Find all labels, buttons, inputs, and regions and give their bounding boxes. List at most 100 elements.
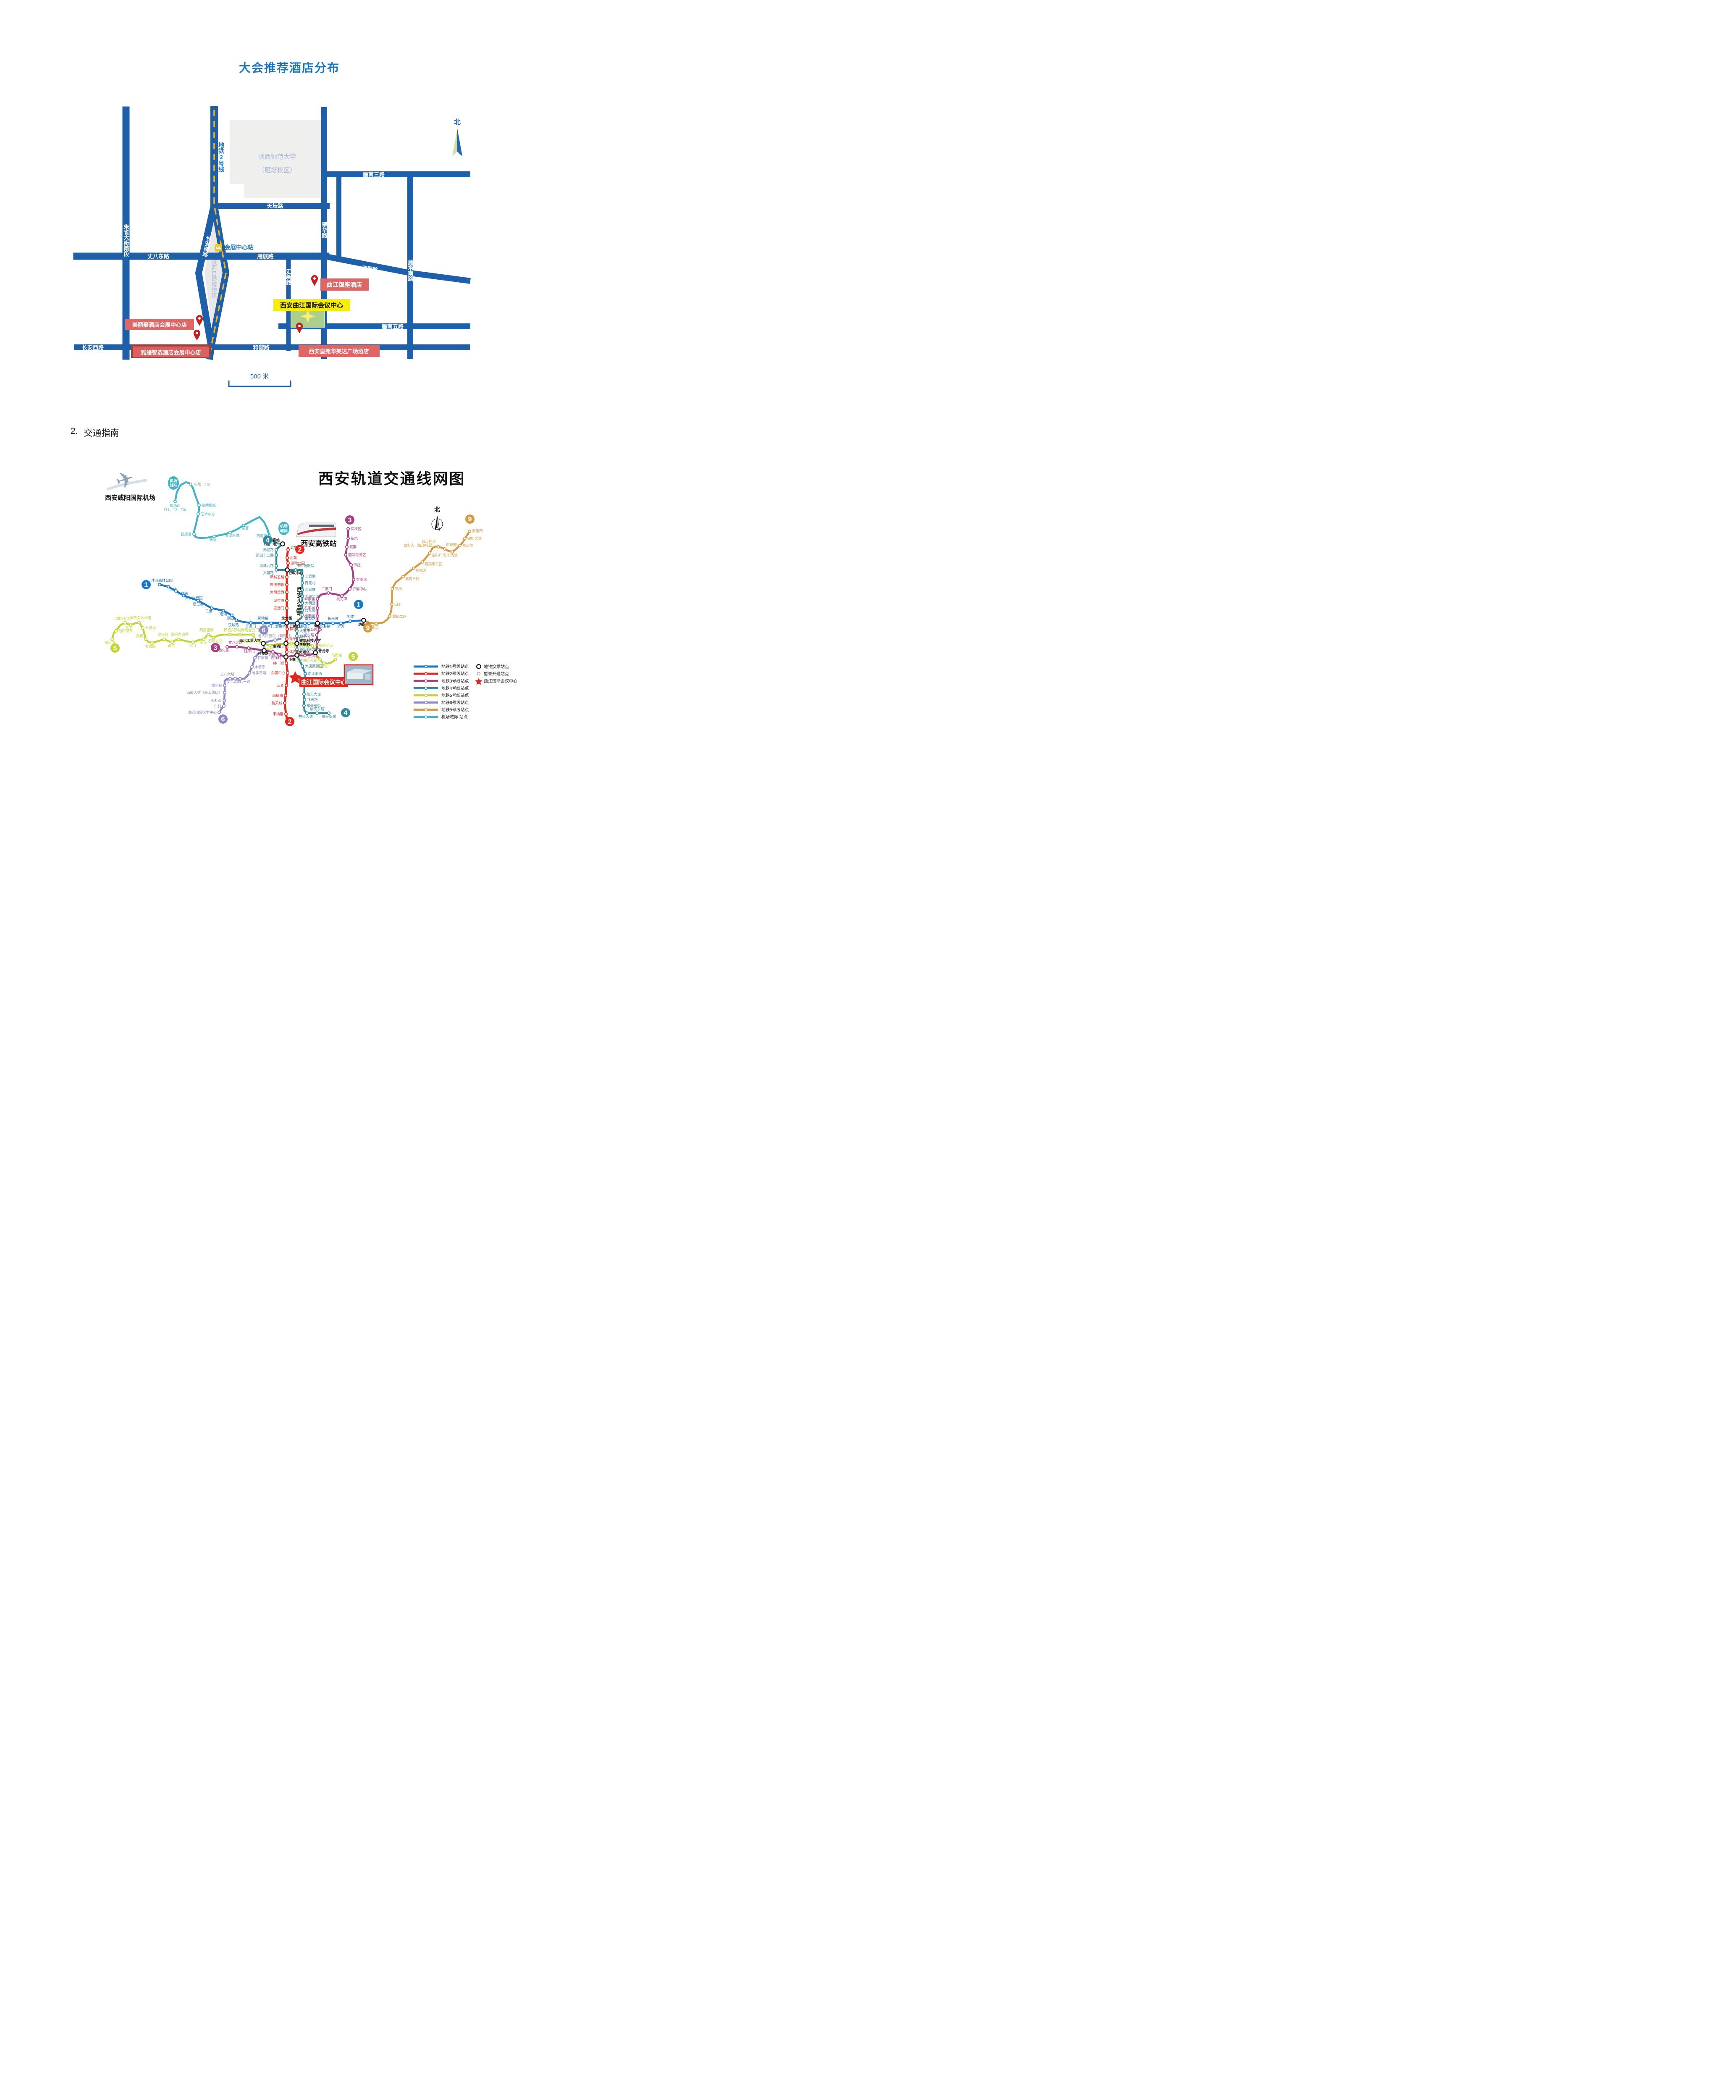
line-badge xyxy=(465,514,475,524)
transfer-station-dot xyxy=(283,641,288,646)
station-dot xyxy=(249,621,253,625)
legend-venue-label: 曲江国际会议中心 xyxy=(484,678,517,684)
station-label: 曲江池西 xyxy=(308,672,322,676)
station-label: 市图书馆 xyxy=(270,583,284,587)
station-label: 沣西文化公园 xyxy=(129,616,151,620)
station-label: 灞柳二路 xyxy=(392,614,407,619)
station-label: 青龙寺 xyxy=(318,649,329,653)
station-label: 咸宁路 xyxy=(303,633,314,637)
station-label: 辛家庙 xyxy=(304,597,315,601)
station-label: 西花园 xyxy=(446,543,457,547)
station-label: 理工大曲江校区 xyxy=(292,658,317,662)
road-label-cuihua: 翠华路 xyxy=(321,222,328,238)
station-dot xyxy=(300,588,304,592)
metro-compass-label: 北 xyxy=(434,506,440,513)
hotel-label-yinzuo: 曲江银座酒店 xyxy=(327,281,362,288)
station-dot xyxy=(295,647,299,651)
station-dot xyxy=(285,590,289,594)
station-label: 银桥大道 xyxy=(467,536,482,541)
road-label-hexie: 和谐路 xyxy=(253,344,270,351)
station-dot xyxy=(284,712,288,716)
station-label: 火车站 xyxy=(305,614,316,618)
station-label: 行政中心 xyxy=(288,571,303,575)
station-dot xyxy=(318,627,322,632)
station-label: 机场（T5） xyxy=(194,482,212,486)
station-label: 紫霞三路 xyxy=(405,577,420,581)
pin-yaman xyxy=(194,330,200,341)
transfer-station-dot xyxy=(285,567,290,572)
station-dot xyxy=(285,598,289,603)
airplane-icon: ✈ xyxy=(107,466,147,495)
station-label: 长青路 xyxy=(305,574,316,578)
scale-label: 500 米 xyxy=(250,373,269,380)
roads xyxy=(73,106,471,360)
legend-line-label: 机场城际 站点 xyxy=(441,714,468,720)
station-dot xyxy=(390,587,394,591)
station-label: 大雁塔 xyxy=(299,650,310,654)
hotel-map: 陕西师范大学 （雁塔校区） 陕西自然博物馆 朱雀大街南段 地铁2号线 长安南路 … xyxy=(73,106,471,387)
metro-venue-banner-bg xyxy=(299,677,348,687)
station-dot xyxy=(286,671,290,675)
transfer-station-dot xyxy=(295,621,300,626)
hotel-label-huangyuan: 西安皇苑华美达广场酒店 xyxy=(309,348,369,354)
legend-line-dot xyxy=(424,672,427,675)
station-label: 沣河森林公园 xyxy=(151,578,173,583)
station-label: 含元殿 xyxy=(305,608,316,612)
station-label: 凤城十二路 xyxy=(256,553,274,557)
station-label: 元朔路 xyxy=(263,548,274,552)
station-dot xyxy=(315,597,320,601)
station-label: 后卫寨 xyxy=(193,602,204,606)
line-badge xyxy=(354,600,363,609)
station-label: 余家寨 xyxy=(305,588,316,592)
station-dot xyxy=(284,661,288,665)
metro-map: 西安轨道交通线网图 ✈ 西安咸阳国际机场 西安高铁站 西安火车站 北 xyxy=(105,466,517,726)
legend-line-label: 地铁4号线站点 xyxy=(441,685,469,691)
line-badge xyxy=(363,623,372,633)
legend-line-label: 地铁3号线站点 xyxy=(441,678,469,684)
station-dot xyxy=(202,637,206,641)
station-dot xyxy=(174,589,178,593)
metro-legend: 地铁1号线站点地铁2号线站点地铁3号线站点地铁4号线站点地铁5号线站点地铁6号线… xyxy=(414,664,517,720)
station-label: 体育场 xyxy=(289,650,300,654)
legend-line-dot xyxy=(424,708,427,711)
line-badge-label: 2 xyxy=(298,546,302,554)
station-dot xyxy=(285,556,289,560)
station-label: 半坡 xyxy=(346,614,354,619)
station-label: 丈八四路 xyxy=(227,680,241,684)
page-title: 大会推荐酒店分布 xyxy=(239,61,340,74)
line-badge-label: 5 xyxy=(351,654,355,661)
station-label-2: （北广场） xyxy=(262,542,280,546)
station-dot xyxy=(247,646,251,650)
station-label: 创新港东 xyxy=(118,629,133,633)
station-dot xyxy=(348,587,352,591)
station-dot xyxy=(302,641,306,646)
station-label: 国际港务区 xyxy=(348,553,366,557)
station-dot xyxy=(295,629,299,633)
station-dot xyxy=(286,561,290,565)
station-dot xyxy=(123,621,127,625)
line-badge xyxy=(263,536,272,545)
station-dot xyxy=(271,650,275,654)
station-label: 安远门 xyxy=(273,606,284,610)
university-label-1: 陕西师范大学 xyxy=(258,153,296,160)
transfer-station-dot xyxy=(294,653,299,658)
station-dot xyxy=(349,563,353,567)
station-label: 万寿路 xyxy=(320,624,330,628)
station-dot xyxy=(318,657,322,662)
station-label: 三爻 xyxy=(277,683,284,688)
station-dot xyxy=(274,548,278,552)
line-badge xyxy=(259,625,268,635)
station-dot xyxy=(295,634,299,638)
station-dot xyxy=(285,575,289,579)
station-label: 秦汉新城 xyxy=(225,533,240,538)
station-dot xyxy=(285,637,289,641)
station-dot xyxy=(252,637,256,641)
station-label: 镐京 xyxy=(168,643,175,648)
station-label: 太乙路 xyxy=(298,644,309,648)
station-dot xyxy=(331,621,335,625)
station-label: 南稍门 xyxy=(273,644,283,648)
station-label: 东马坊 xyxy=(145,626,156,630)
station-label: 欢乐谷 xyxy=(157,633,168,637)
hotel-labels: 曲江银座酒店 美丽豪酒店会展中心店 雅缦智选酒店会展中心店 西安皇苑华美达广场酒… xyxy=(125,278,380,358)
line-badge-label: 2 xyxy=(288,719,292,726)
